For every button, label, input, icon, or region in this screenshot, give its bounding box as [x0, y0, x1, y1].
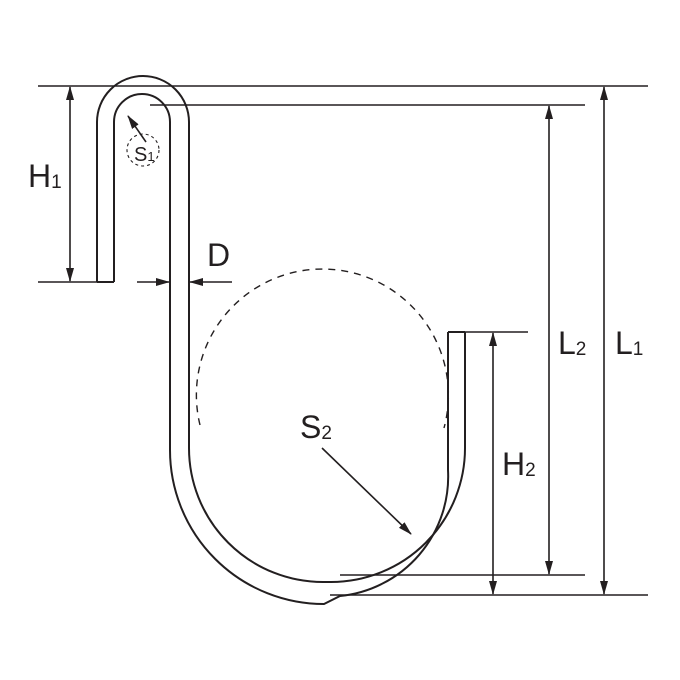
- label-s2: S2: [300, 409, 332, 445]
- extension-lines: [38, 85, 648, 596]
- s2-radius-arrow: [321, 447, 412, 535]
- label-l2: L2: [558, 325, 586, 361]
- hook-inner-contour: [113, 93, 450, 606]
- label-s1: S1: [134, 144, 155, 166]
- dimension-lines: [66, 86, 608, 595]
- label-h1: H1: [28, 158, 62, 194]
- hook-outer-contour: [96, 75, 466, 583]
- label-h2: H2: [502, 446, 536, 482]
- label-d: D: [207, 237, 230, 273]
- s1-radius-arrow: [127, 115, 147, 143]
- label-l1: L1: [615, 325, 643, 361]
- s2-construction-arc: [195, 268, 450, 429]
- hook-outline: [96, 75, 466, 606]
- s1-construction-circle: [126, 133, 160, 167]
